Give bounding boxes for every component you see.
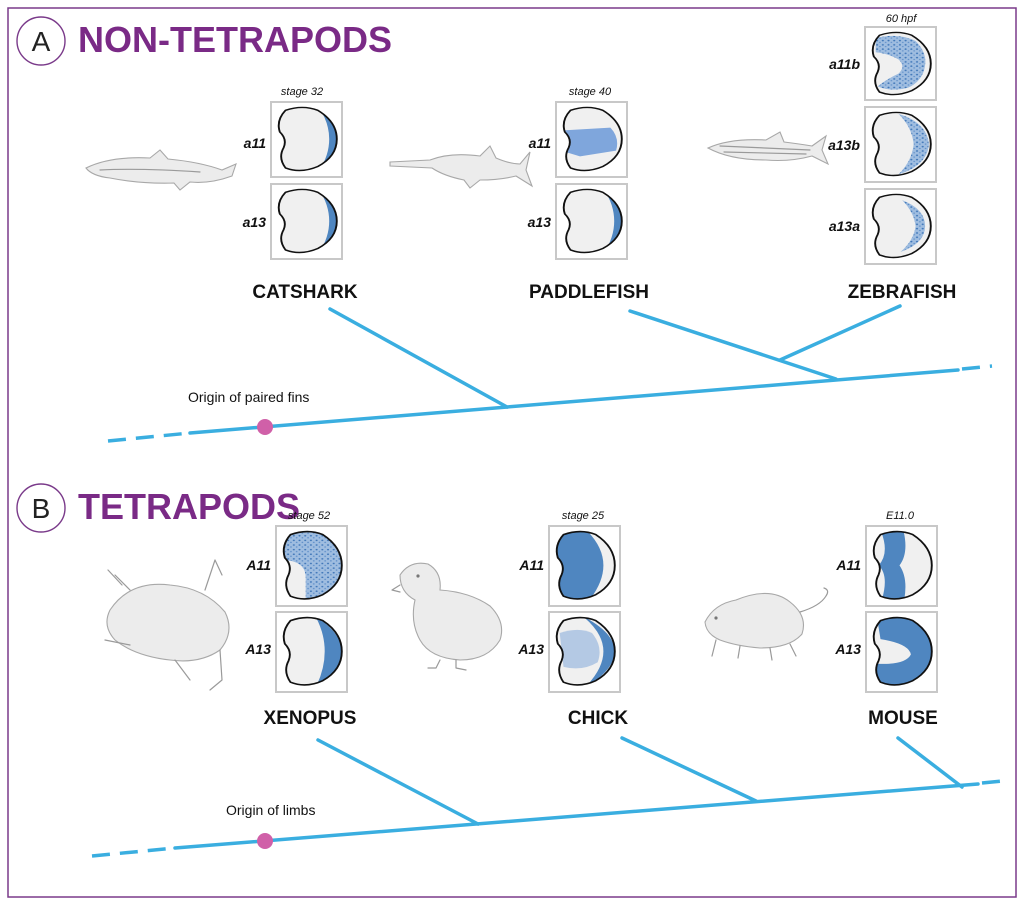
- chick-species-label: CHICK: [568, 708, 628, 729]
- xenopus-a11-bud: [282, 530, 343, 600]
- zebrafish-gene-2-label: a13b: [828, 137, 860, 153]
- zebrafish-gene-1-label: a11b: [829, 56, 860, 72]
- panel-b-title: TETRAPODS: [78, 486, 300, 527]
- tree-a-zebrafish-branch: [778, 304, 902, 362]
- catshark-illustration: [85, 149, 237, 191]
- tree-a-paddlefish-branch: [628, 309, 838, 381]
- zebrafish-a13a-bud: [871, 193, 932, 259]
- tree-b-mouse-branch: [896, 736, 964, 789]
- origin-limbs-dot: [257, 833, 273, 849]
- tree-b-chick-branch: [620, 736, 758, 803]
- panel-b: B TETRAPODS stage 52 A11: [16, 483, 1003, 858]
- xenopus-stage-label: stage 52: [288, 510, 330, 522]
- xenopus-gene-1-label: A11: [245, 557, 271, 573]
- figure-frame: [7, 7, 1017, 898]
- zebrafish-gene-3-label: a13a: [829, 218, 860, 234]
- panel-a: A NON-TETRAPODS stage 32 a11: [16, 13, 993, 443]
- panel-b-letter: B: [32, 493, 51, 524]
- paddlefish-a13-bud: [562, 188, 623, 254]
- xenopus-illustration: [104, 559, 230, 691]
- panel-a-title: NON-TETRAPODS: [78, 19, 392, 60]
- paddlefish-stage-label: stage 40: [569, 86, 612, 98]
- paddlefish-illustration: [389, 145, 534, 189]
- tree-a-catshark-branch: [328, 307, 509, 409]
- paddlefish-a11-bud: [562, 106, 623, 172]
- tree-b-trunk: [173, 782, 980, 850]
- xenopus-gene-2-label: A13: [244, 641, 271, 657]
- panel-a-letter: A: [32, 26, 51, 57]
- xenopus-species-label: XENOPUS: [264, 708, 357, 729]
- mouse-species-label: MOUSE: [868, 708, 938, 729]
- catshark-a13-bud: [277, 188, 338, 254]
- chick-gene-1-label: A11: [518, 557, 544, 573]
- catshark-gene-1-label: a11: [244, 135, 267, 151]
- origin-paired-fins-label: Origin of paired fins: [188, 389, 309, 405]
- catshark-stage-label: stage 32: [281, 86, 323, 98]
- chick-stage-label: stage 25: [562, 510, 605, 522]
- tree-b-xenopus-branch: [316, 738, 480, 826]
- mouse-a13-bud: [872, 616, 933, 686]
- paddlefish-species-label: PADDLEFISH: [529, 282, 649, 303]
- catshark-a11-bud: [277, 106, 338, 172]
- tree-a-dashed-root: [107, 431, 191, 443]
- mouse-gene-1-label: A11: [835, 557, 861, 573]
- chick-illustration: [391, 562, 503, 671]
- panel-a-letter-badge: [16, 16, 66, 66]
- chick-a11-bud: [555, 530, 616, 600]
- mouse-illustration: [704, 587, 829, 661]
- catshark-gene-2-label: a13: [243, 214, 267, 230]
- chick-a13-bud: [555, 616, 616, 686]
- tree-b-dashed-tip: [981, 779, 1003, 785]
- tree-b-dashed-root: [91, 846, 176, 858]
- paddlefish-gene-1-label: a11: [529, 135, 552, 151]
- xenopus-a13-bud: [282, 616, 343, 686]
- tree-a-trunk: [188, 368, 960, 435]
- paddlefish-gene-2-label: a13: [528, 214, 552, 230]
- origin-paired-fins-dot: [257, 419, 273, 435]
- catshark-species-label: CATSHARK: [252, 282, 357, 303]
- zebrafish-stage-label: 60 hpf: [886, 13, 918, 25]
- zebrafish-illustration: [706, 131, 830, 166]
- zebrafish-a13b-bud: [871, 111, 932, 177]
- tree-a-dashed-tip: [961, 364, 993, 371]
- zebrafish-a11b-bud: [871, 31, 932, 96]
- origin-limbs-label: Origin of limbs: [226, 802, 315, 818]
- zebrafish-species-label: ZEBRAFISH: [848, 282, 957, 303]
- mouse-a11-bud: [872, 530, 933, 600]
- chick-gene-2-label: A13: [517, 641, 544, 657]
- mouse-stage-label: E11.0: [886, 510, 915, 522]
- mouse-gene-2-label: A13: [834, 641, 861, 657]
- panel-b-letter-badge: [16, 483, 66, 533]
